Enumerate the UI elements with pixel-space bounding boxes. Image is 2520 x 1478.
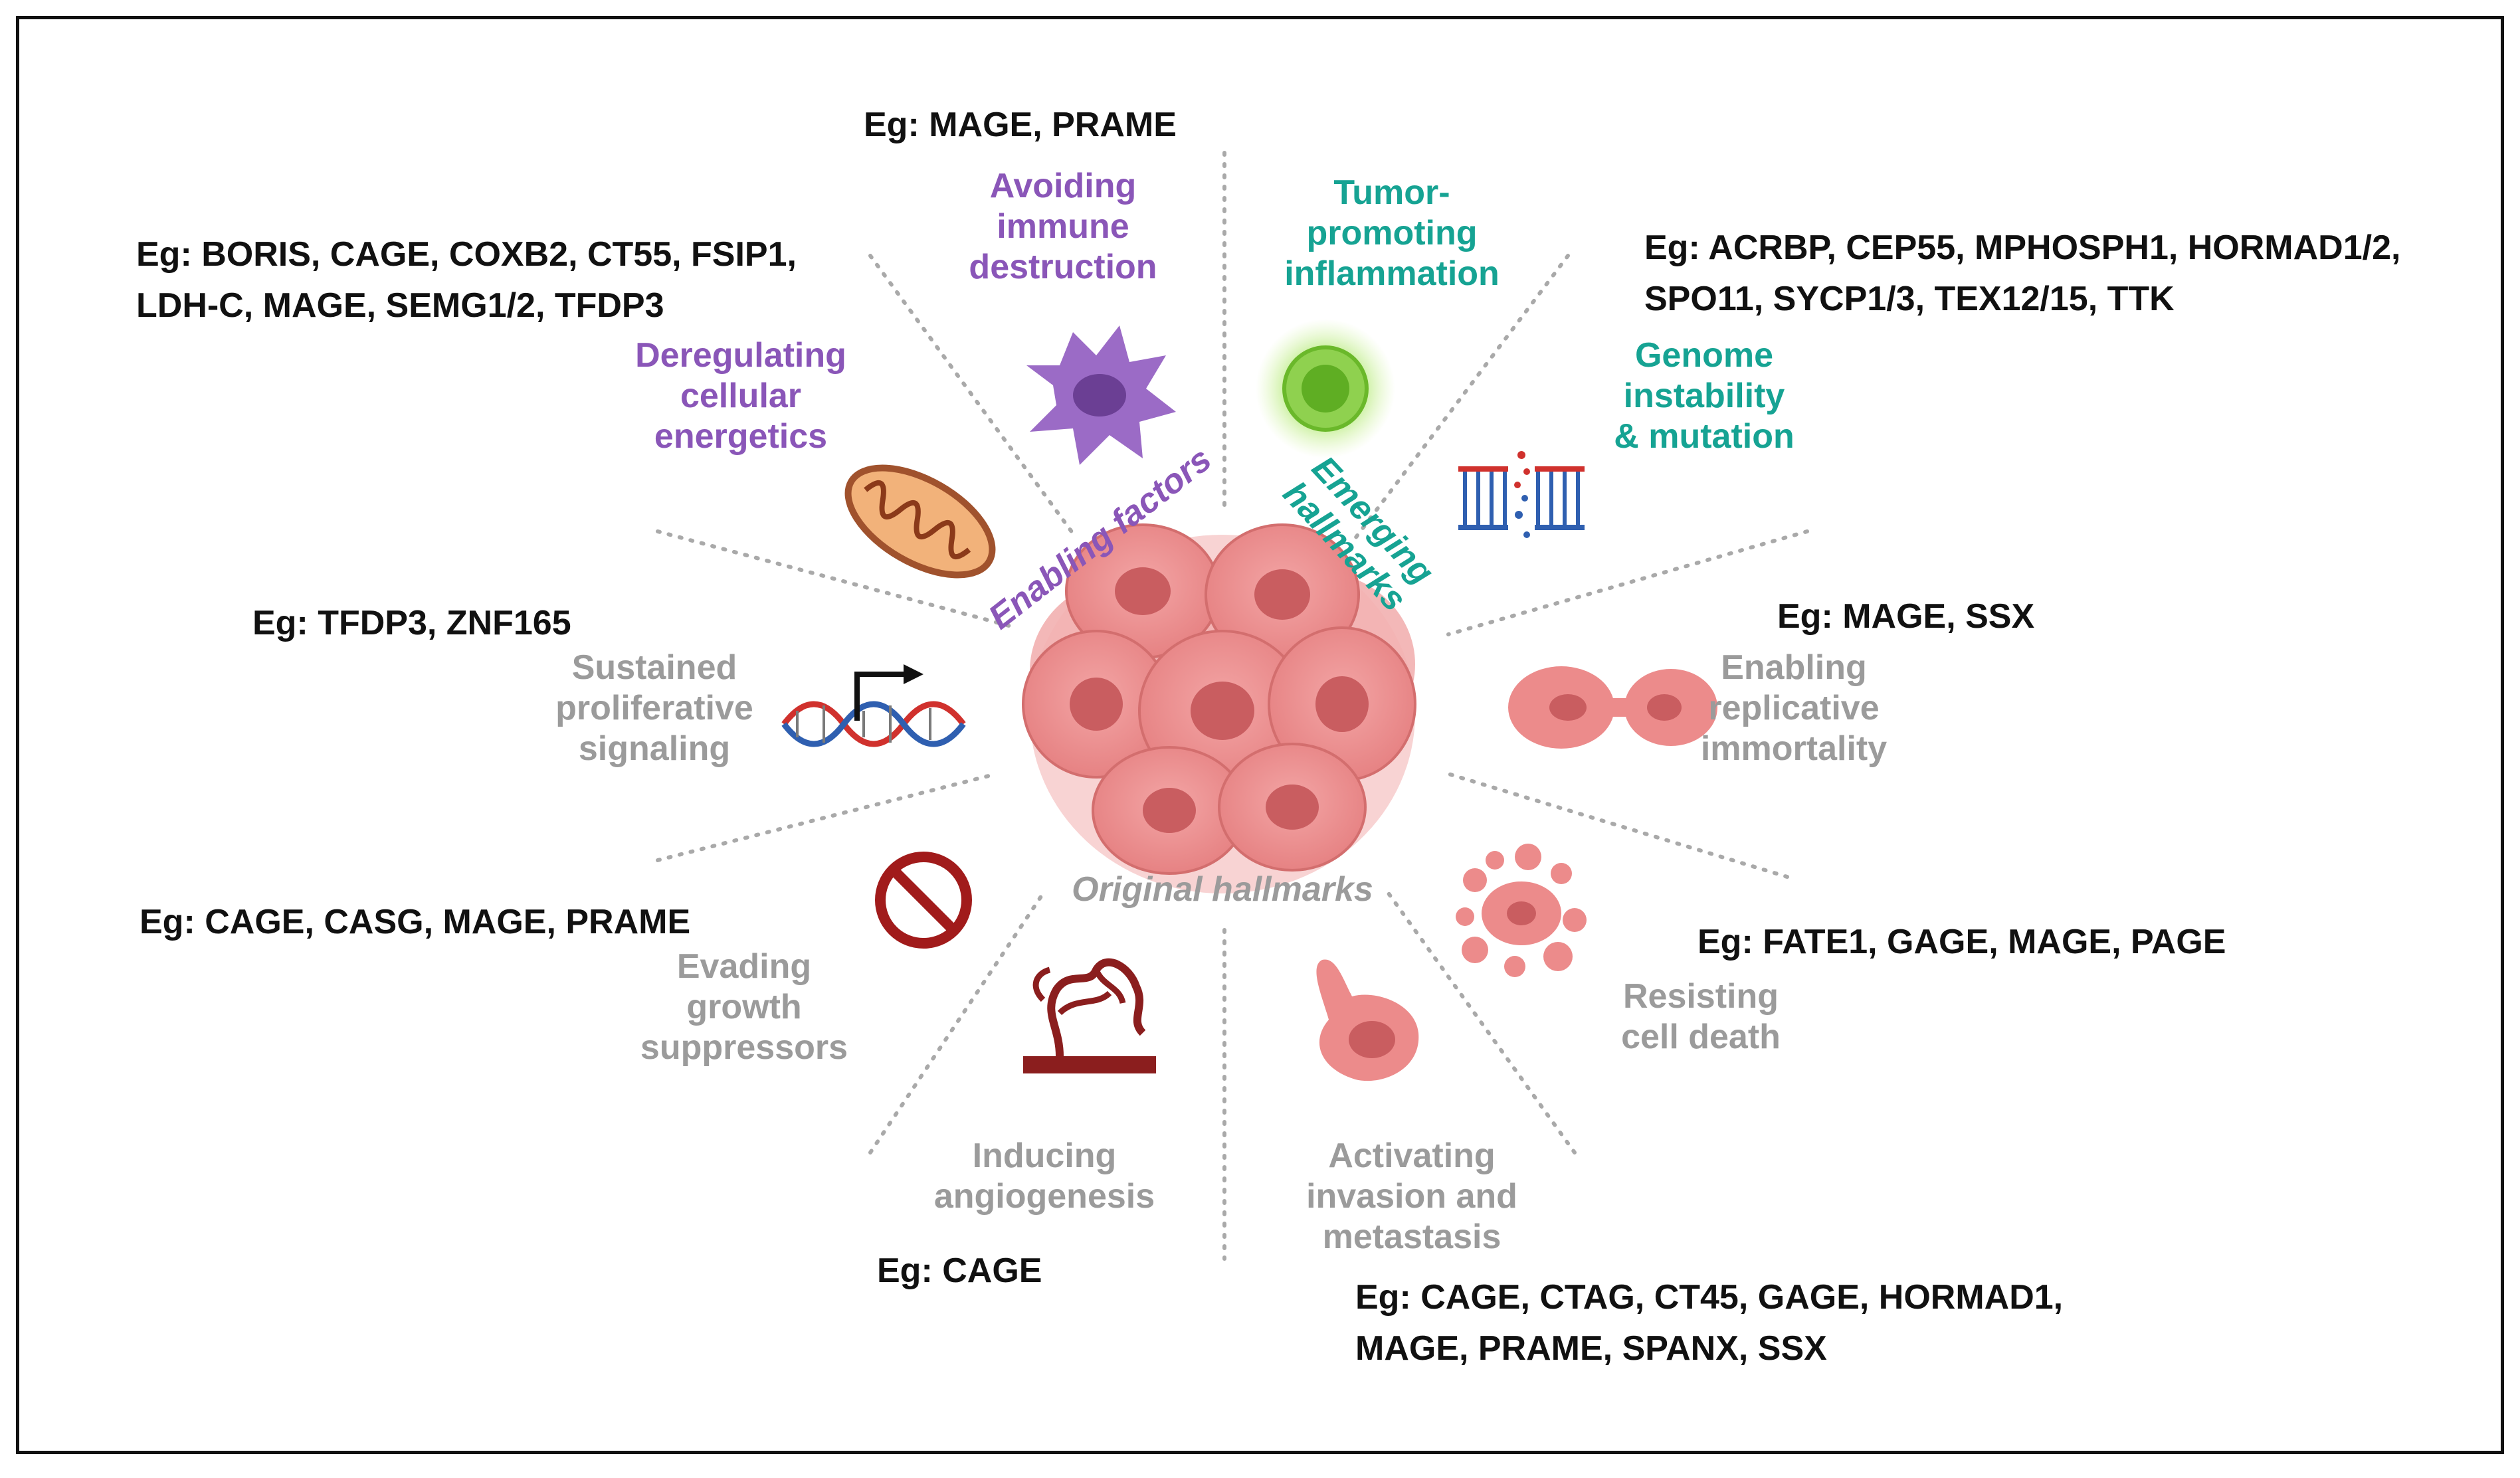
hallmark-line: inflammation [1284, 254, 1500, 293]
divider-line-right-upper [1446, 529, 1809, 636]
hallmark-cell-death: Resisting cell death [1621, 976, 1781, 1058]
dna-damage-icon [1458, 451, 1585, 538]
divider-line-left-lower [656, 772, 999, 862]
examples-line: Eg: CAGE [877, 1251, 1042, 1290]
tumor-mass-icon [1022, 523, 1416, 893]
examples-genome-instability: Eg: ACRBP, CEP55, MPHOSPH1, HORMAD1/2, S… [1644, 223, 2400, 325]
blood-vessel-icon [1023, 958, 1156, 1073]
examples-line: Eg: CAGE, CTAG, CT45, GAGE, HORMAD1, [1355, 1278, 2064, 1317]
examples-line: LDH-C, MAGE, SEMG1/2, TFDP3 [136, 286, 664, 325]
hallmark-line: Enabling [1721, 648, 1867, 687]
hallmark-line: invasion and [1306, 1177, 1517, 1216]
apoptotic-cell-icon [1456, 844, 1587, 977]
examples-angiogenesis: Eg: CAGE [877, 1246, 1042, 1297]
examples-proliferative-signaling: Eg: TFDP3, ZNF165 [252, 598, 571, 649]
hallmark-line: Evading [676, 947, 812, 986]
hallmark-line: Inducing [972, 1137, 1117, 1175]
hallmark-line: & mutation [1614, 417, 1794, 456]
hallmark-line: Tumor- [1333, 173, 1450, 212]
examples-avoiding-immune: Eg: MAGE, PRAME [864, 100, 1177, 151]
divider-line-right-lower [1446, 772, 1789, 879]
examples-line: Eg: MAGE, SSX [1777, 597, 2035, 636]
examples-invasion-metastasis: Eg: CAGE, CTAG, CT45, GAGE, HORMAD1, MAG… [1355, 1272, 2063, 1374]
hallmark-line: signaling [578, 729, 731, 768]
hallmark-line: cell death [1621, 1018, 1781, 1056]
examples-line: Eg: MAGE, PRAME [864, 106, 1177, 144]
original-hallmarks-label: Original hallmarks [1072, 870, 1373, 909]
hallmark-line: cellular [680, 377, 802, 415]
examples-deregulating-energetics: Eg: BORIS, CAGE, COXB2, CT55, FSIP1, LDH… [136, 229, 797, 331]
examples-line: Eg: FATE1, GAGE, MAGE, PAGE [1697, 923, 2226, 961]
hallmark-line: destruction [969, 248, 1157, 286]
divider-line-top-right [1353, 254, 1570, 540]
hallmark-angiogenesis: Inducing angiogenesis [934, 1136, 1155, 1217]
divider-line-top-left [868, 254, 1078, 540]
dna-transcription-icon [781, 664, 966, 747]
divider-line-bottom-right [1387, 891, 1577, 1155]
hallmark-deregulating-energetics: Deregulating cellular energetics [635, 335, 846, 457]
mitochondrion-icon [844, 464, 996, 579]
examples-growth-suppressors: Eg: CAGE, CASG, MAGE, PRAME [140, 897, 690, 948]
hallmark-line: Sustained [571, 648, 737, 687]
hallmark-line: suppressors [640, 1028, 848, 1067]
examples-line: SPO11, SYCP1/3, TEX12/15, TTK [1644, 280, 2175, 318]
examples-line: Eg: BORIS, CAGE, COXB2, CT55, FSIP1, [136, 235, 797, 274]
examples-line: Eg: CAGE, CASG, MAGE, PRAME [140, 903, 691, 941]
hallmark-line: proliferative [555, 689, 753, 727]
migrating-cell-icon [1316, 959, 1419, 1081]
hallmark-line: promoting [1306, 214, 1478, 252]
hallmark-genome-instability: Genome instability & mutation [1614, 335, 1794, 457]
hallmark-line: Deregulating [635, 336, 846, 375]
hallmark-line: growth [686, 988, 802, 1026]
hallmark-line: Avoiding [989, 167, 1137, 205]
examples-line: MAGE, PRAME, SPANX, SSX [1355, 1329, 1827, 1368]
hallmark-line: replicative [1708, 689, 1880, 727]
hallmark-line: Genome [1634, 336, 1774, 375]
hallmark-line: instability [1623, 377, 1785, 415]
hallmark-proliferative-signaling: Sustained proliferative signaling [555, 648, 753, 769]
divider-line-bottom-left [868, 891, 1045, 1155]
inflammation-cell-icon [1256, 319, 1395, 458]
hallmark-tumor-promoting-inflammation: Tumor- promoting inflammation [1284, 173, 1500, 294]
hallmark-invasion-metastasis: Activating invasion and metastasis [1306, 1136, 1517, 1257]
hallmark-growth-suppressors: Evading growth suppressors [640, 947, 848, 1068]
dividing-cell-icon [1508, 666, 1717, 749]
prohibition-icon [875, 852, 972, 949]
examples-cell-death: Eg: FATE1, GAGE, MAGE, PAGE [1697, 917, 2226, 968]
examples-replicative-immortality: Eg: MAGE, SSX [1777, 591, 2034, 642]
hallmark-replicative-immortality: Enabling replicative immortality [1701, 648, 1887, 769]
hallmark-line: Activating [1328, 1137, 1496, 1175]
hallmark-avoiding-immune-destruction: Avoiding immune destruction [969, 166, 1157, 288]
examples-line: Eg: ACRBP, CEP55, MPHOSPH1, HORMAD1/2, [1644, 229, 2401, 267]
hallmark-line: metastasis [1322, 1218, 1502, 1256]
immune-cell-icon [1026, 325, 1176, 465]
hallmark-line: immune [997, 207, 1129, 246]
hallmark-line: angiogenesis [933, 1177, 1155, 1216]
hallmark-line: immortality [1700, 729, 1888, 768]
examples-line: Eg: TFDP3, ZNF165 [252, 604, 571, 642]
hallmark-line: energetics [654, 417, 828, 456]
hallmark-line: Resisting [1622, 977, 1779, 1016]
divider-lines [656, 151, 1809, 1261]
